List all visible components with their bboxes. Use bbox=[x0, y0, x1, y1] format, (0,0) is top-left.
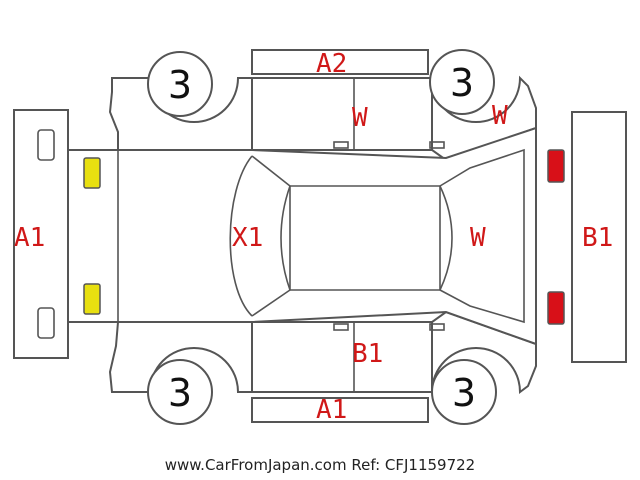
wheel-rear-left: 3 bbox=[429, 49, 495, 115]
top-view-body bbox=[67, 126, 537, 346]
wheel-rear-left-number: 3 bbox=[450, 61, 474, 105]
source-reference: www.CarFromJapan.com Ref: CFJ1159722 bbox=[164, 456, 476, 474]
label-front-door-bottom: B1 bbox=[352, 339, 383, 369]
front-bumper bbox=[13, 109, 69, 359]
rear-light-top bbox=[547, 149, 565, 183]
wheel-front-left-number: 3 bbox=[168, 63, 192, 107]
rear-light-bottom bbox=[547, 291, 565, 325]
label-rocker-bottom: A1 bbox=[316, 395, 347, 425]
label-front-door-top: W bbox=[352, 103, 368, 133]
wheel-front-right-number: 3 bbox=[168, 371, 192, 415]
label-hood: X1 bbox=[232, 223, 263, 253]
wheel-rear-right: 3 bbox=[431, 359, 497, 425]
rear-bumper bbox=[571, 111, 627, 363]
wheel-front-left: 3 bbox=[147, 51, 213, 117]
label-rear-bumper: B1 bbox=[582, 223, 613, 253]
front-light-bottom bbox=[83, 283, 101, 315]
wheel-front-right: 3 bbox=[147, 359, 213, 425]
bottom-side-profile bbox=[108, 310, 537, 423]
front-light-top bbox=[83, 157, 101, 189]
wheel-rear-right-number: 3 bbox=[452, 371, 476, 415]
top-side-profile bbox=[108, 49, 537, 162]
label-rear-window: W bbox=[470, 223, 486, 253]
label-front-bumper: A1 bbox=[14, 223, 45, 253]
label-rear-quarter-top: W bbox=[492, 101, 508, 131]
label-roof-front: A2 bbox=[316, 49, 347, 79]
